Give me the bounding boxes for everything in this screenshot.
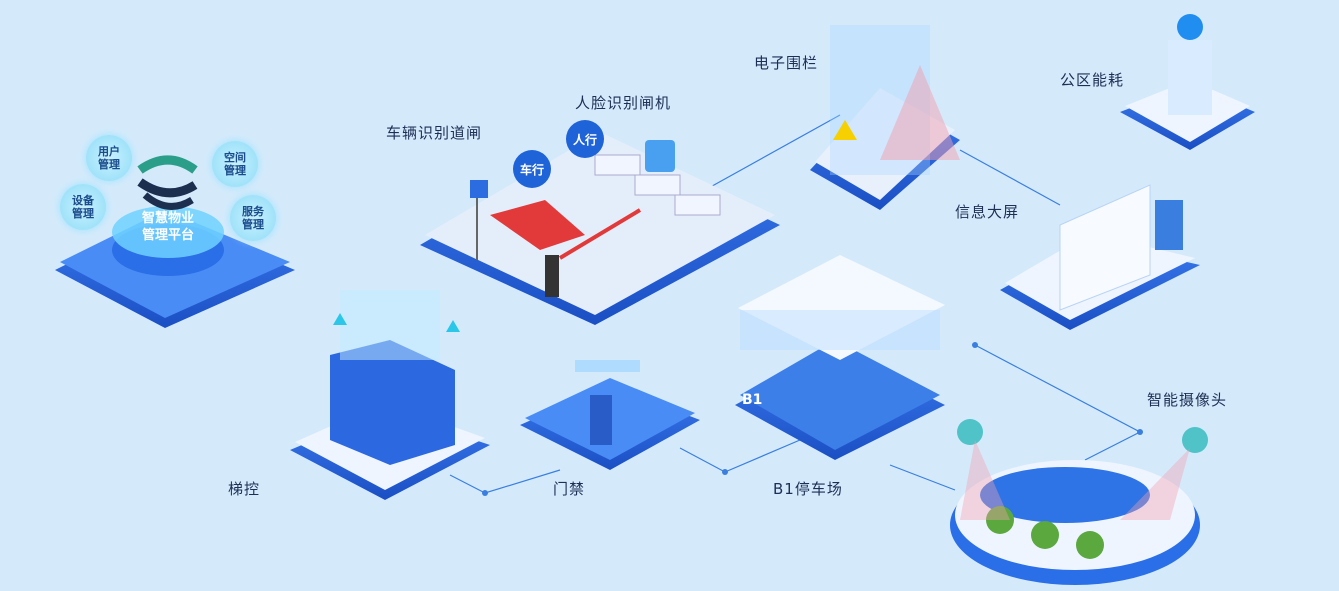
label-energy[interactable]: 公区能耗 — [1060, 71, 1125, 89]
access-scene — [520, 360, 700, 470]
label-camera[interactable]: 智能摄像头 — [1147, 391, 1228, 409]
fence-scene — [810, 25, 960, 210]
module-service-management[interactable]: 服务管理 — [230, 195, 276, 241]
module-label: 管理 — [98, 158, 120, 171]
module-label: 管理 — [72, 207, 94, 220]
module-label: 管理 — [224, 164, 246, 177]
car-lane-label: 车行 — [519, 162, 544, 177]
platform-base — [55, 155, 295, 328]
module-label: 管理 — [242, 218, 264, 231]
elevator-scene — [290, 290, 490, 500]
label-face-gate[interactable]: 人脸识别闸机 — [575, 94, 672, 112]
platform-title-line2: 管理平台 — [141, 228, 194, 243]
label-vehicle-gate[interactable]: 车辆识别道闸 — [386, 124, 483, 142]
camera-scene — [950, 419, 1208, 585]
platform-title-line1: 智慧物业 — [141, 211, 194, 226]
connection-dots — [482, 342, 1143, 496]
label-elevator[interactable]: 梯控 — [228, 480, 261, 498]
label-parking[interactable]: B1停车场 — [773, 480, 843, 498]
gate-scene — [420, 132, 780, 325]
label-screen[interactable]: 信息大屏 — [955, 203, 1020, 221]
label-fence[interactable]: 电子围栏 — [754, 54, 819, 72]
car-lane-bubble: 车行 — [513, 150, 551, 188]
module-space-management[interactable]: 空间管理 — [212, 141, 258, 187]
module-label: 服务 — [242, 205, 264, 218]
parking-scene — [735, 255, 945, 460]
parking-sign: B1 — [742, 392, 763, 408]
label-access[interactable]: 门禁 — [553, 480, 586, 498]
module-user-management[interactable]: 用户管理 — [86, 135, 132, 181]
module-label: 用户 — [98, 145, 120, 158]
platform-title: 智慧物业管理平台 — [118, 210, 218, 244]
module-label: 设备 — [72, 194, 94, 207]
people-lane-label: 人行 — [572, 132, 597, 147]
module-label: 空间 — [224, 151, 246, 164]
screen-scene — [1000, 184, 1200, 330]
module-device-management[interactable]: 设备管理 — [60, 184, 106, 230]
people-lane-bubble: 人行 — [566, 120, 604, 158]
energy-scene — [1120, 14, 1255, 150]
